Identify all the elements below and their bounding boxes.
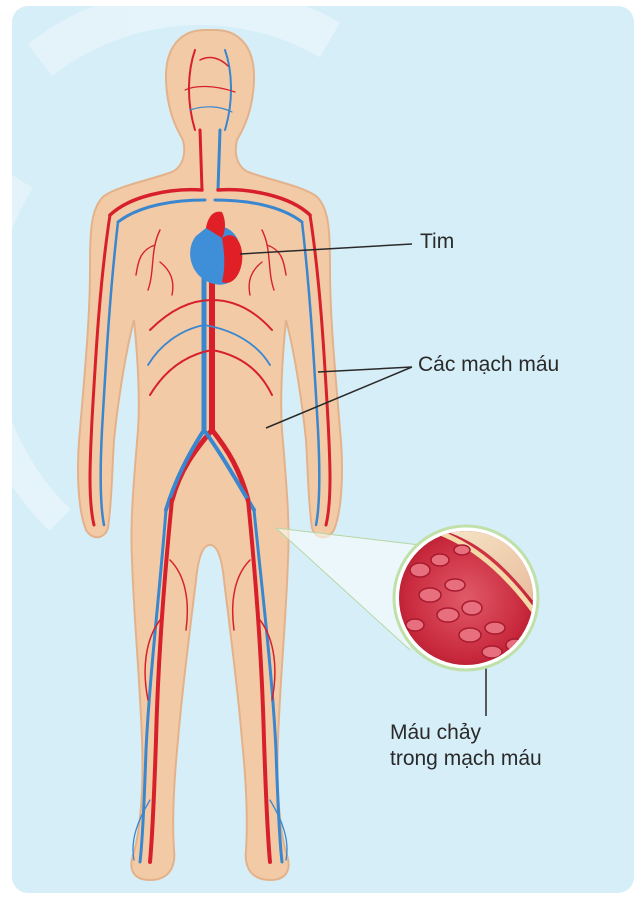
blood-flow-label-line1: Máu chảy	[390, 720, 542, 746]
blood-vessel-closeup-icon	[394, 526, 540, 670]
blood-flow-label: Máu chảy trong mạch máu	[390, 720, 542, 772]
heart-label: Tim	[420, 229, 454, 255]
blood-vessels-label: Các mạch máu	[418, 352, 559, 378]
blood-flow-label-line2: trong mạch máu	[390, 746, 542, 772]
